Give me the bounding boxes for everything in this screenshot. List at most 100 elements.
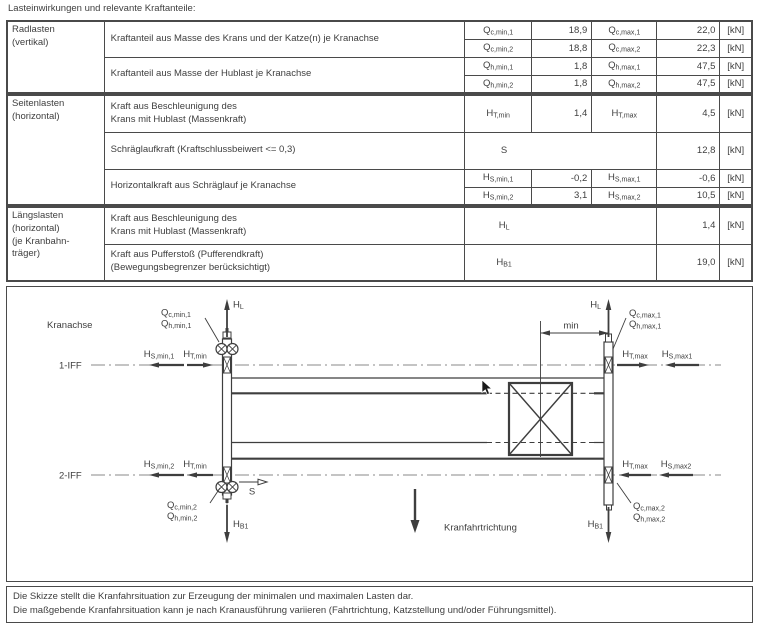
hl-label-right: HL	[590, 300, 601, 312]
force-symbol: HT,min	[486, 108, 510, 120]
dim-arrowhead	[540, 330, 550, 336]
hatch-line	[604, 466, 613, 484]
load-table-radlasten: Radlasten(vertikal)Kraftanteil aus Masse…	[6, 20, 753, 94]
force-symbol: HL	[498, 220, 510, 232]
hatch-line	[223, 356, 231, 374]
value-max-cell: 10,5	[656, 186, 721, 206]
force-symbol: S	[500, 145, 508, 156]
force-symbol: Qc,max,1	[608, 24, 641, 37]
hb1-label-left: HB1	[233, 519, 249, 531]
left-wheel-cap-bottom	[222, 492, 232, 500]
qc-max1-label: Qc,max,1	[629, 308, 661, 320]
force-symbol: HS,min,1	[482, 172, 514, 184]
hs-min1-label: HS,min,1	[144, 349, 175, 361]
footnote-line-1: Die Skizze stellt die Kranfahrsituation …	[13, 591, 414, 602]
force-symbol: Qc,max,2	[608, 42, 641, 54]
force-symbol: HB1	[496, 256, 512, 269]
symbol-cell: S	[464, 131, 658, 170]
force-symbol: HS,min,2	[482, 190, 514, 202]
hs-max2-label: HS,max2	[661, 459, 692, 471]
dim-arrowhead	[599, 330, 609, 336]
ht-max-label-axis1: HT,max	[622, 349, 648, 361]
unit-cell: [kN]	[719, 20, 753, 40]
qc-min1-label: Qc,min,1	[161, 308, 191, 320]
value-min-cell: 1,8	[531, 74, 593, 94]
symbol-min-cell: Qc,min,1	[464, 20, 533, 40]
hatch-line	[604, 356, 613, 374]
value-max-cell: 47,5	[656, 74, 721, 94]
arrowhead	[659, 472, 669, 478]
value-max-cell: 22,3	[656, 38, 721, 58]
symbol-max-cell: Qh,max,2	[591, 74, 658, 94]
leader-line	[616, 482, 632, 504]
travel-direction-label: Kranfahrtrichtung	[444, 523, 517, 534]
value-max-cell: 1,4	[656, 206, 721, 245]
crane-sketch-panel: Kranachse 1-IFF 2-IFF min Kranfahrtricht…	[6, 286, 753, 582]
qc-min2-label: Qc,min,2	[167, 500, 197, 512]
category-cell: Längslasten(horizontal)(je Kranbahn-träg…	[6, 206, 105, 282]
table-row: Horizontalkraft aus Schräglauf je Kranac…	[7, 168, 753, 206]
arrowhead	[224, 532, 230, 543]
description-cell: Horizontalkraft aus Schräglauf je Kranac…	[103, 168, 466, 206]
symbol-cell: HB1	[464, 243, 658, 282]
qh-min1-label: Qh,min,1	[161, 319, 191, 331]
value-max-cell: -0,6	[656, 168, 721, 188]
trolley-diagonal	[508, 382, 573, 456]
symbol-max-cell: HS,max,2	[591, 186, 658, 206]
arrowhead	[224, 299, 230, 310]
arrowhead	[639, 362, 649, 368]
content-stack: Radlasten(vertikal)Kraftanteil aus Masse…	[6, 20, 753, 627]
leader-line	[209, 487, 221, 504]
arrowhead	[665, 362, 675, 368]
symbol-min-cell: Qc,min,2	[464, 38, 533, 58]
hl-label-left: HL	[233, 300, 244, 312]
wheel-cross	[228, 482, 237, 492]
min-dim-label: min	[563, 321, 578, 332]
unit-cell: [kN]	[719, 38, 753, 58]
s-label: S	[249, 487, 255, 498]
footnote-panel: Die Skizze stellt die Kranfahrsituation …	[6, 586, 753, 623]
value-max-cell: 4,5	[656, 94, 721, 133]
page-title: Lasteinwirkungen und relevante Kraftante…	[8, 3, 196, 14]
value-min-cell: 1,8	[531, 56, 593, 76]
qh-min2-label: Qh,min,2	[167, 511, 197, 523]
qh-max2-label: Qh,max,2	[633, 512, 665, 524]
unit-cell: [kN]	[719, 186, 753, 206]
ht-min-label-axis1: HT,min	[183, 349, 207, 361]
unit-cell: [kN]	[719, 131, 753, 170]
leader-line	[612, 317, 627, 350]
unit-cell: [kN]	[719, 56, 753, 76]
symbol-min-cell: HS,min,2	[464, 186, 533, 206]
unit-cell: [kN]	[719, 94, 753, 133]
force-symbol: Qh,max,2	[608, 78, 641, 90]
kranachse-label: Kranachse	[47, 320, 92, 331]
value-min-cell: -0,2	[531, 168, 593, 188]
value-min-cell: 18,9	[531, 20, 593, 40]
table-row: Seitenlasten(horizontal)Kraft aus Beschl…	[6, 94, 753, 206]
arrowhead	[203, 362, 213, 368]
symbol-min-cell: Qh,min,2	[464, 74, 533, 94]
crane-sketch: Kranachse 1-IFF 2-IFF min Kranfahrtricht…	[47, 299, 721, 543]
load-tables: Radlasten(vertikal)Kraftanteil aus Masse…	[6, 20, 753, 282]
value-max-cell: 47,5	[656, 56, 721, 76]
value-min-cell: 1,4	[531, 94, 593, 133]
qc-max2-label: Qc,max,2	[633, 501, 665, 513]
arrowhead	[605, 532, 612, 543]
symbol-min-cell: HS,min,1	[464, 168, 533, 188]
force-symbol: Qc,min,2	[483, 42, 514, 54]
ht-max-label-axis2: HT,max	[622, 459, 648, 471]
left-wheel-nub-bottom	[225, 499, 229, 503]
wheel-cross	[228, 344, 237, 354]
hs-max1-label: HS,max1	[662, 349, 693, 361]
force-symbol: HT,max	[611, 108, 638, 120]
description-cell: Kraftanteil aus Masse der Hublast je Kra…	[103, 56, 466, 94]
axis-1-label: 1-IFF	[59, 361, 82, 372]
table-row: Längslasten(horizontal)(je Kranbahn-träg…	[6, 206, 753, 282]
symbol-max-cell: Qc,max,2	[591, 38, 658, 58]
unit-cell: [kN]	[719, 206, 753, 245]
symbol-max-cell: HT,max	[591, 94, 658, 133]
